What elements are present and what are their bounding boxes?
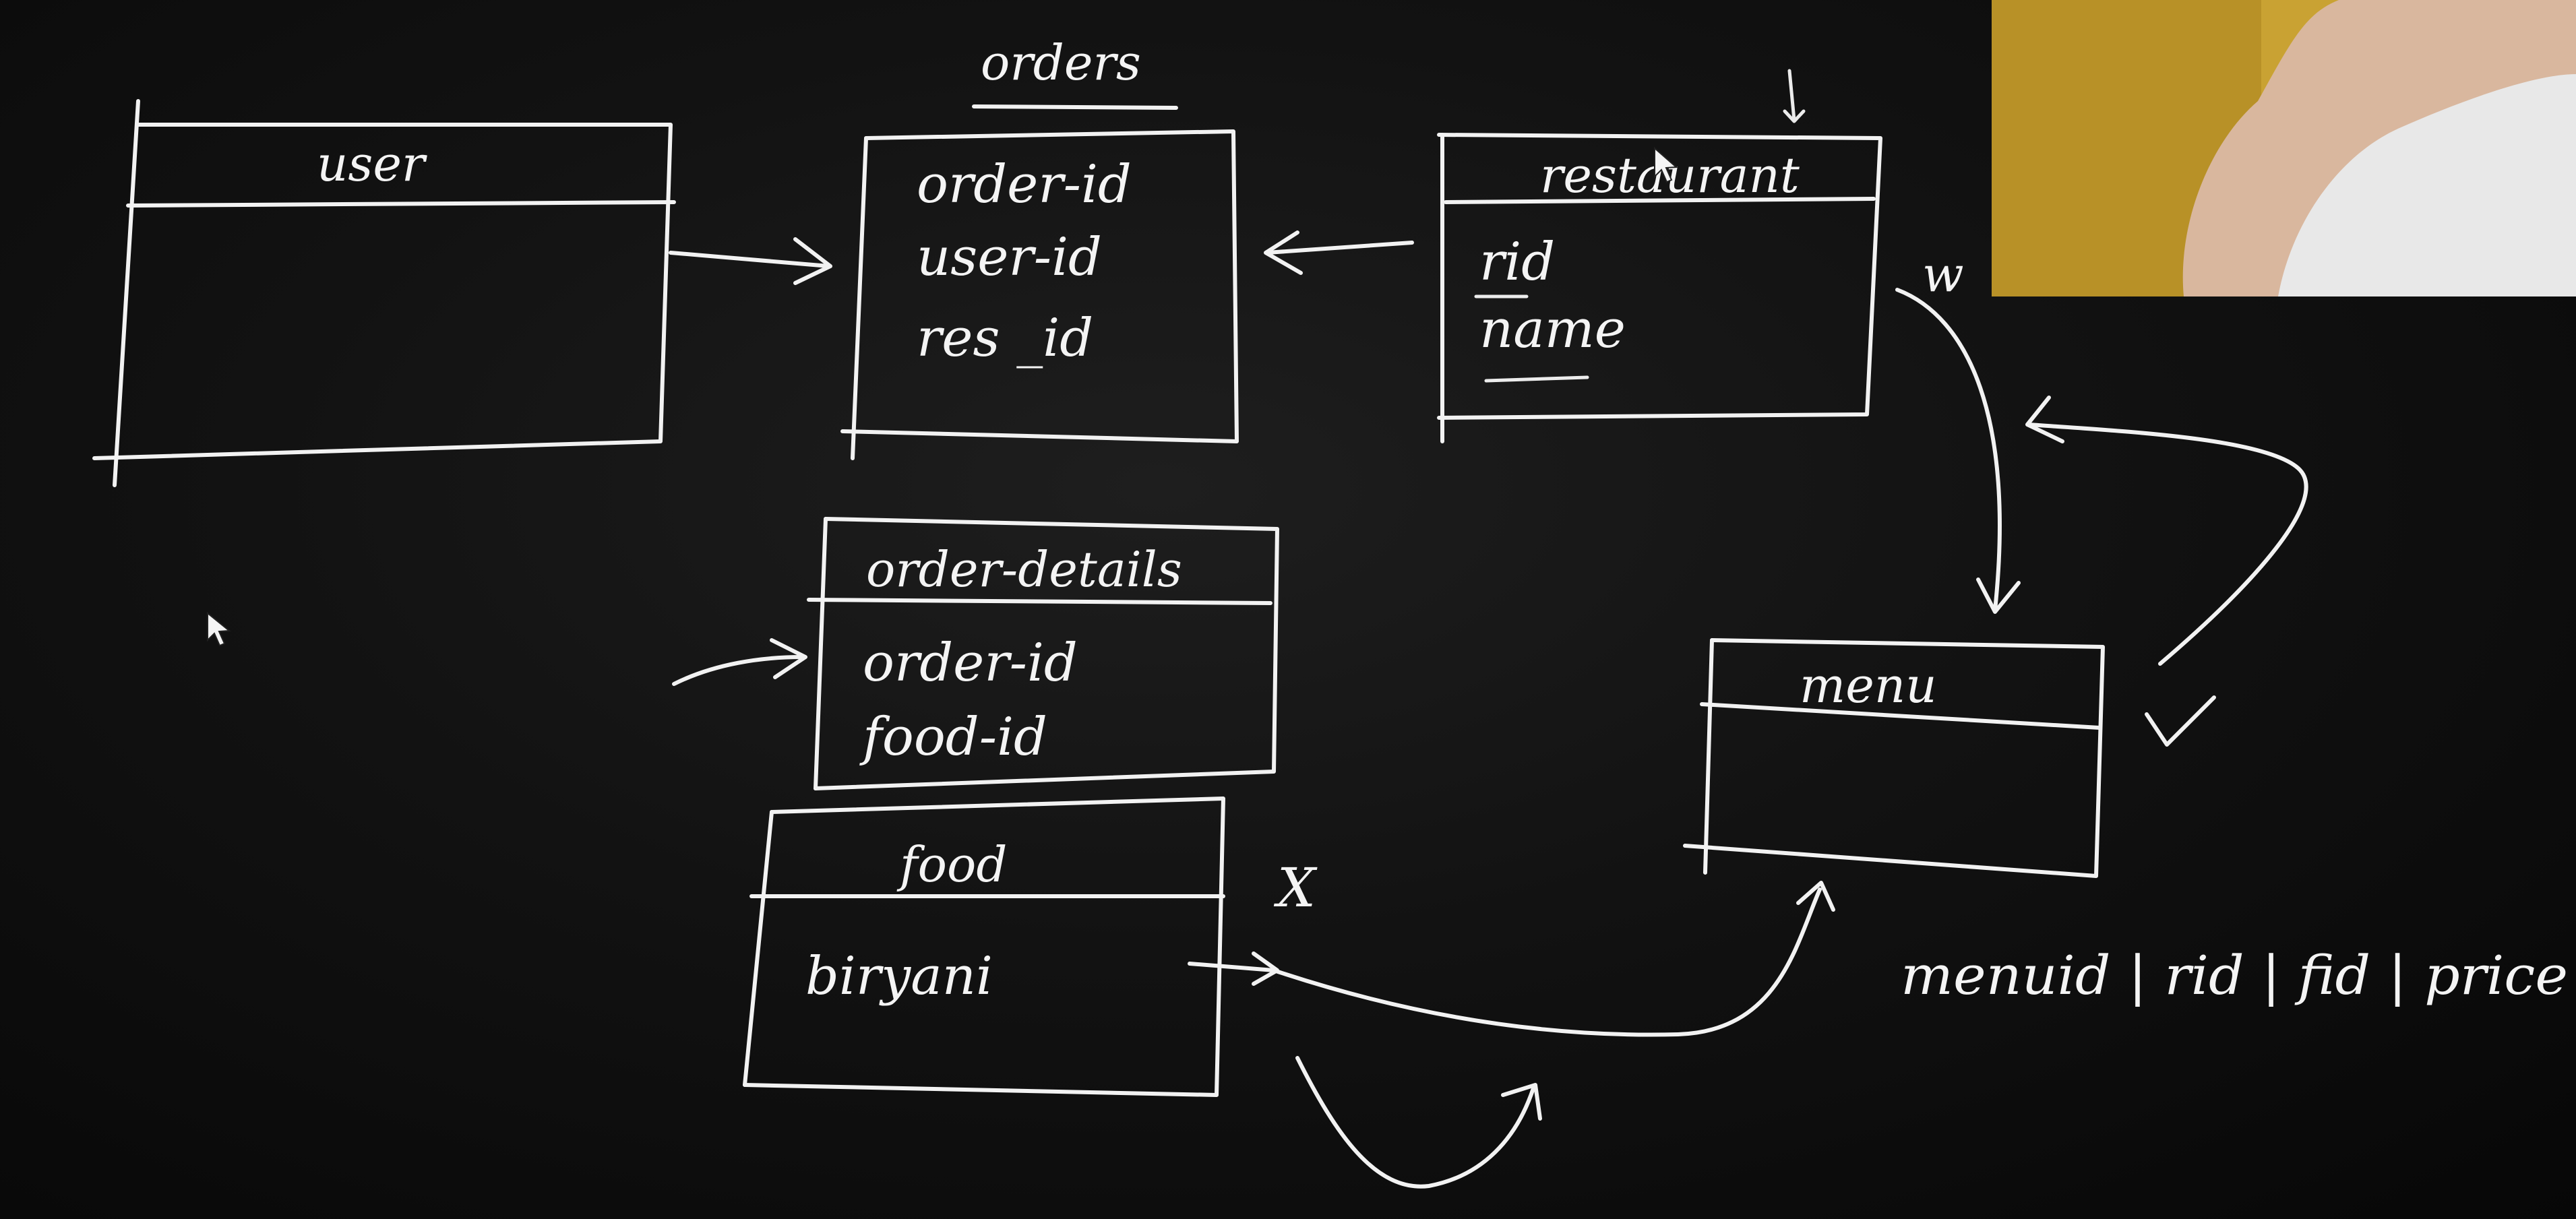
arrow-food-to-menu (1188, 881, 1835, 1037)
arrow-user-to-orders (669, 237, 832, 285)
arrow-restaurant-to-menu: w (1895, 246, 2021, 614)
menu-columns-label: menuid | rid | fid | price (1901, 944, 2568, 1007)
order-details-field-food-id: food-id (859, 707, 1047, 768)
food-field-biryani: biryani (805, 946, 993, 1007)
table-menu-title: menu (1800, 657, 1937, 714)
webcam-overlay (1992, 0, 2576, 296)
restaurant-field-name: name (1479, 299, 1626, 360)
restaurant-mark: w (1922, 246, 1964, 303)
orders-field-order-id: order-id (917, 154, 1132, 215)
cursor-icon (207, 611, 231, 647)
check-icon (2145, 695, 2216, 747)
arrow-restaurant-to-orders (1264, 230, 1414, 275)
table-orders: orders order-id user-id res _id (840, 34, 1239, 460)
orders-field-res-id: res _id (917, 308, 1093, 369)
cursor-icon-restaurant (1654, 146, 1678, 183)
table-user: user (92, 99, 676, 487)
restaurant-field-rid: rid (1479, 232, 1555, 292)
table-food-title: food (896, 836, 1007, 893)
table-user-title: user (317, 135, 427, 192)
orders-field-user-id: user-id (917, 227, 1102, 288)
table-order-details-title: order-details (866, 541, 1182, 598)
arrow-menu-loop (2025, 396, 2308, 666)
order-details-field-order-id: order-id (863, 633, 1078, 693)
table-orders-title: orders (981, 34, 1141, 91)
arrow-into-order-details (672, 638, 807, 686)
table-menu: menu (1683, 638, 2105, 878)
table-restaurant: restaurant rid name (1437, 69, 1882, 443)
table-food: food biryani X (743, 796, 1318, 1097)
table-order-details: order-details order-id food-id (807, 517, 1279, 790)
food-mark: X (1273, 856, 1318, 919)
arrow-bottom-curve (1295, 1056, 1542, 1189)
